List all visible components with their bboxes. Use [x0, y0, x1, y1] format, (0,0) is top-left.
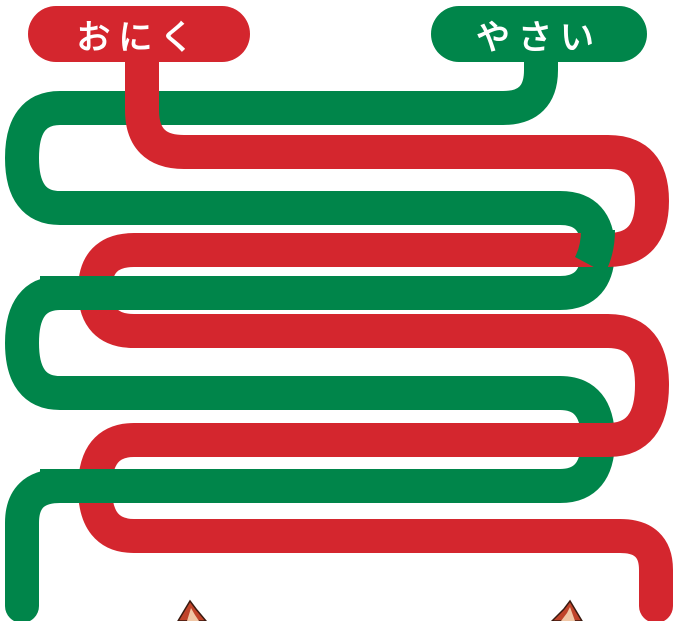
vegetable-path[interactable] [5, 13, 615, 621]
vegetable-path-overlap [574, 229, 615, 273]
fox-ear-icon [550, 599, 583, 621]
vegetable-start-label[interactable]: やさい [431, 6, 647, 62]
fox-ear-icon [177, 599, 207, 621]
meat-path[interactable] [78, 23, 673, 621]
meat-start-label[interactable]: おにく [28, 6, 250, 62]
